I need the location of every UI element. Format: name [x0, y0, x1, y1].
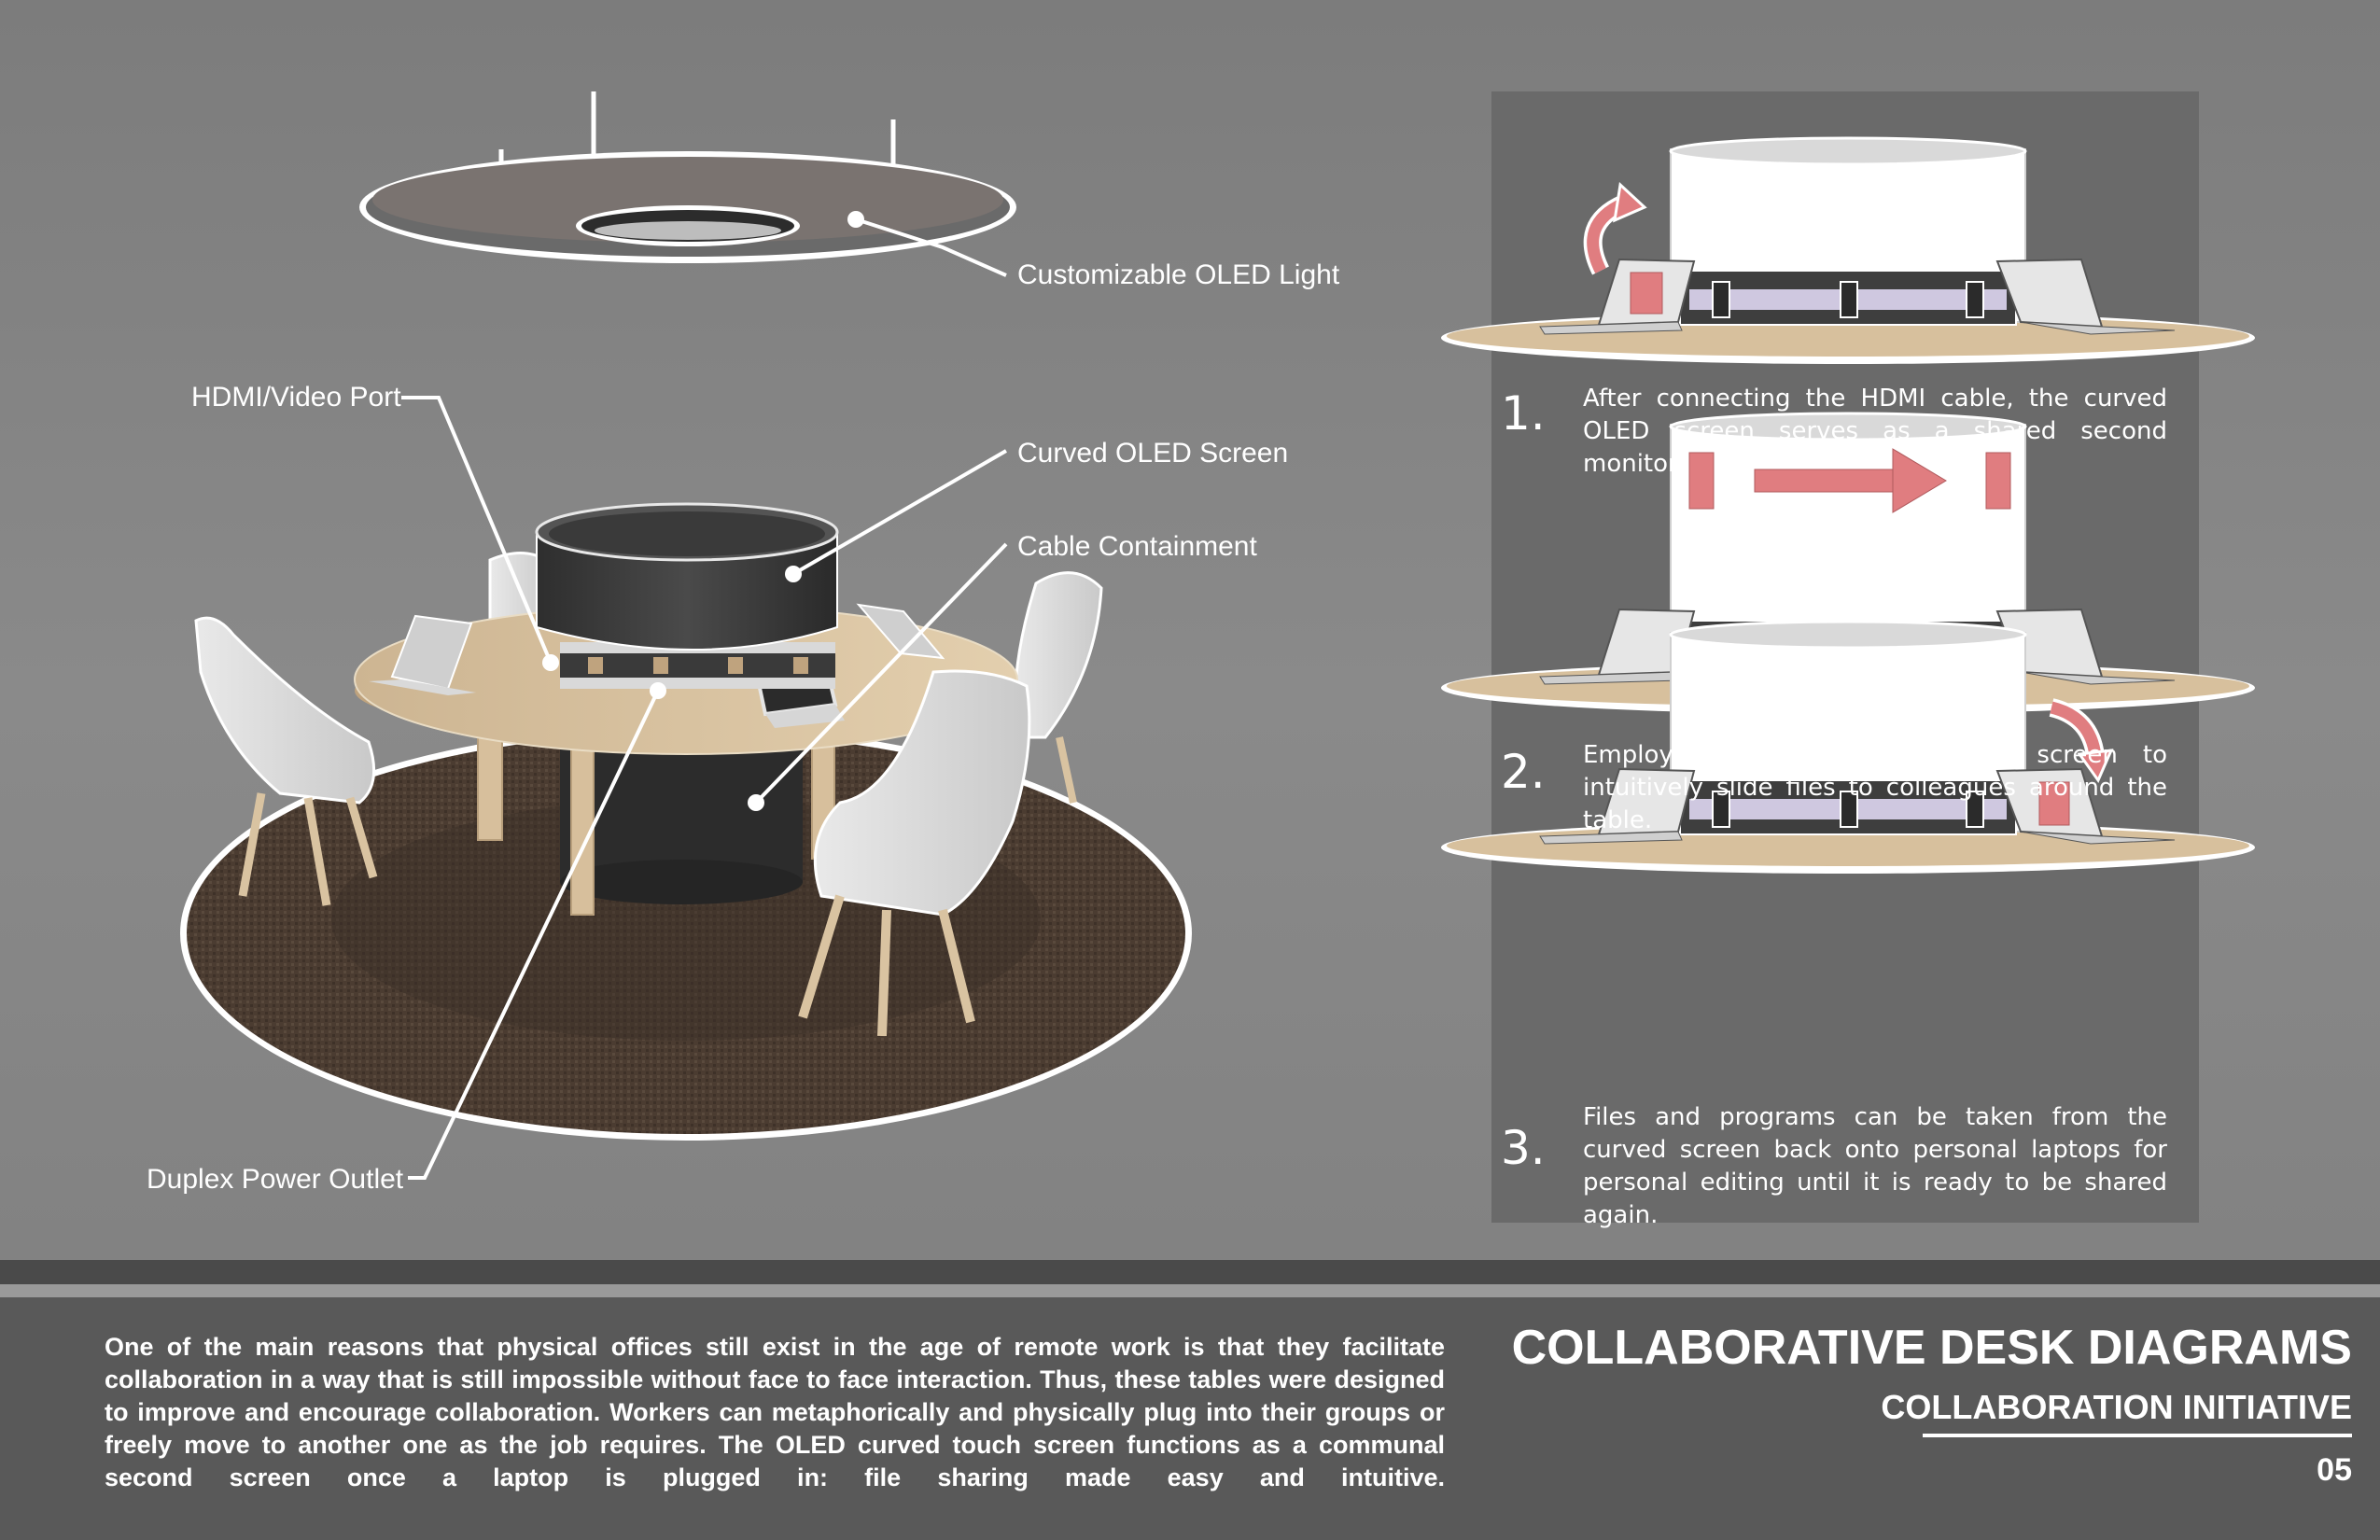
step-1-number: 1.	[1501, 386, 1546, 441]
step-2-number: 2.	[1501, 745, 1546, 799]
laptop-right	[856, 603, 945, 660]
callout-cable-containment: Cable Containment	[1017, 531, 1257, 562]
step-3-number: 3.	[1501, 1121, 1546, 1175]
callout-leaders	[401, 211, 1008, 1180]
description-paragraph: One of the main reasons that physical of…	[105, 1333, 1445, 1491]
curved-oled-screen	[535, 502, 839, 651]
step-1-text: After connecting the HDMI cable, the cur…	[1583, 385, 2167, 478]
chair-front-right	[798, 669, 1031, 1037]
step-1-diagram	[1441, 136, 2255, 364]
title-rule	[1923, 1434, 2352, 1437]
page-number: 05	[2317, 1452, 2352, 1488]
callout-hdmi-port: HDMI/Video Port	[191, 382, 401, 413]
page-title: COLLABORATIVE DESK DIAGRAMS	[1511, 1321, 2352, 1375]
step-3-diagram	[1441, 620, 2255, 874]
callout-power-outlet: Duplex Power Outlet	[147, 1164, 404, 1195]
step-3-text: Files and programs can be taken from the…	[1583, 1103, 2167, 1229]
callout-curved-screen: Curved OLED Screen	[1017, 438, 1289, 469]
footer-divider-light	[0, 1284, 2380, 1297]
step-2-text: Employees can use the touch screen to in…	[1583, 741, 2167, 834]
footer-divider-dark	[0, 1260, 2380, 1284]
oled-light	[359, 91, 1016, 263]
step-diagrams	[1441, 136, 2255, 874]
callout-oled-light: Customizable OLED Light	[1017, 259, 1340, 290]
chair-front-left	[194, 616, 378, 906]
page-subtitle: COLLABORATION INITIATIVE	[1881, 1388, 2352, 1426]
desk-render-illustration	[180, 91, 1192, 1180]
laptop-left	[369, 614, 476, 695]
footer-band	[0, 1260, 2380, 1540]
